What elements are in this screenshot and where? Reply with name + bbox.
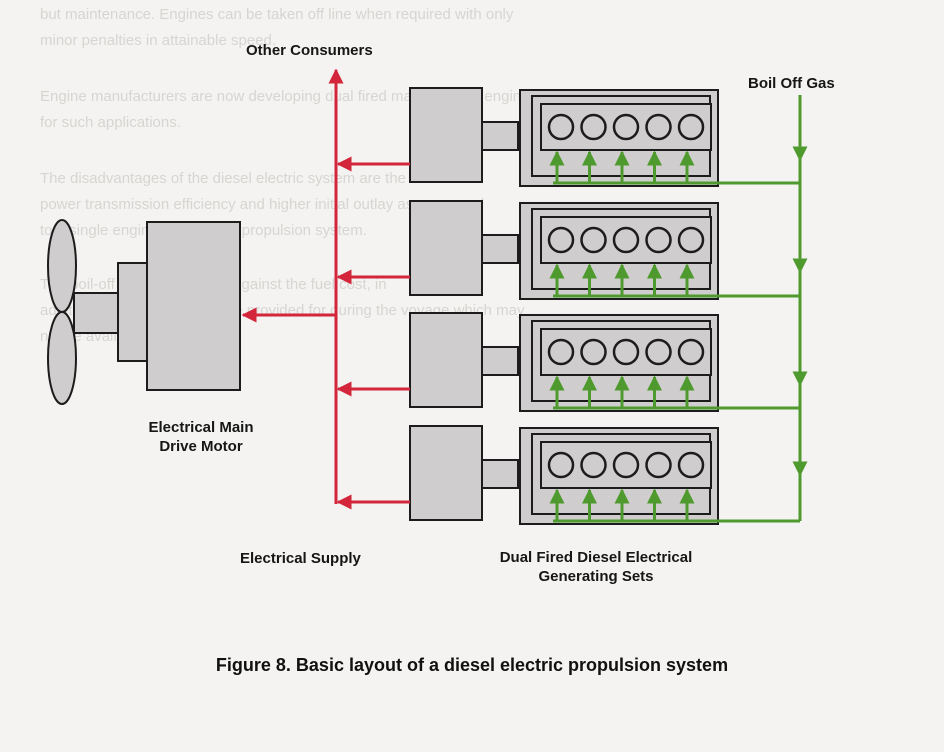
- cylinder: [645, 338, 672, 366]
- cylinder: [612, 113, 640, 141]
- background-text-line: power transmission efficiency and higher…: [40, 196, 485, 213]
- drive-motor-label-line2: Drive Motor: [159, 438, 243, 455]
- electrical-supply-network: [241, 68, 410, 510]
- background-text-line: The disadvantages of the diesel electric…: [40, 170, 447, 187]
- generator: [409, 87, 483, 183]
- generating-set: [409, 200, 719, 300]
- cylinder: [580, 226, 607, 254]
- cylinder: [612, 451, 640, 479]
- cylinder: [645, 451, 672, 479]
- generating-sets: [409, 87, 719, 525]
- coupling-shaft: [481, 121, 519, 151]
- other-consumers-label: Other Consumers: [246, 42, 373, 59]
- cylinder: [677, 113, 705, 141]
- generating-set: [409, 312, 719, 412]
- generating-sets-label-line2: Generating Sets: [538, 568, 654, 585]
- background-text-line: but maintenance. Engines can be taken of…: [40, 6, 514, 23]
- coupling-shaft: [481, 234, 519, 264]
- boil-off-gas-label: Boil Off Gas: [748, 75, 835, 92]
- cylinder: [580, 338, 607, 366]
- cylinder: [677, 338, 705, 366]
- generating-set: [409, 87, 719, 187]
- generator: [409, 200, 483, 296]
- main-drive-motor: [73, 221, 241, 391]
- cylinder: [645, 226, 672, 254]
- generator: [409, 425, 483, 521]
- propeller-icon: [47, 219, 77, 405]
- background-text-line: minor penalties in attainable speed.: [40, 32, 276, 49]
- cylinder: [547, 226, 575, 254]
- boil-off-gas-network: [549, 95, 808, 523]
- generating-set: [409, 425, 719, 525]
- cylinder: [612, 226, 640, 254]
- cylinder: [645, 113, 672, 141]
- figure-caption: Figure 8. Basic layout of a diesel elect…: [215, 655, 729, 675]
- cylinder: [580, 113, 607, 141]
- drive-motor-label: Electrical Main Drive Motor: [116, 418, 286, 456]
- cylinder: [677, 226, 705, 254]
- background-text-line: for such applications.: [40, 114, 181, 131]
- drive-motor-label-line1: Electrical Main: [148, 419, 254, 436]
- cylinder: [612, 338, 640, 366]
- generating-sets-label: Dual Fired Diesel Electrical Generating …: [462, 548, 730, 586]
- cylinder: [547, 113, 575, 141]
- coupling-shaft: [481, 459, 519, 489]
- generator: [409, 312, 483, 408]
- cylinder: [580, 451, 607, 479]
- cylinder: [677, 451, 705, 479]
- cylinder: [547, 451, 575, 479]
- cylinder: [547, 338, 575, 366]
- coupling-shaft: [481, 346, 519, 376]
- generating-sets-label-line1: Dual Fired Diesel Electrical: [499, 549, 693, 566]
- electrical-supply-label: Electrical Supply: [240, 550, 361, 567]
